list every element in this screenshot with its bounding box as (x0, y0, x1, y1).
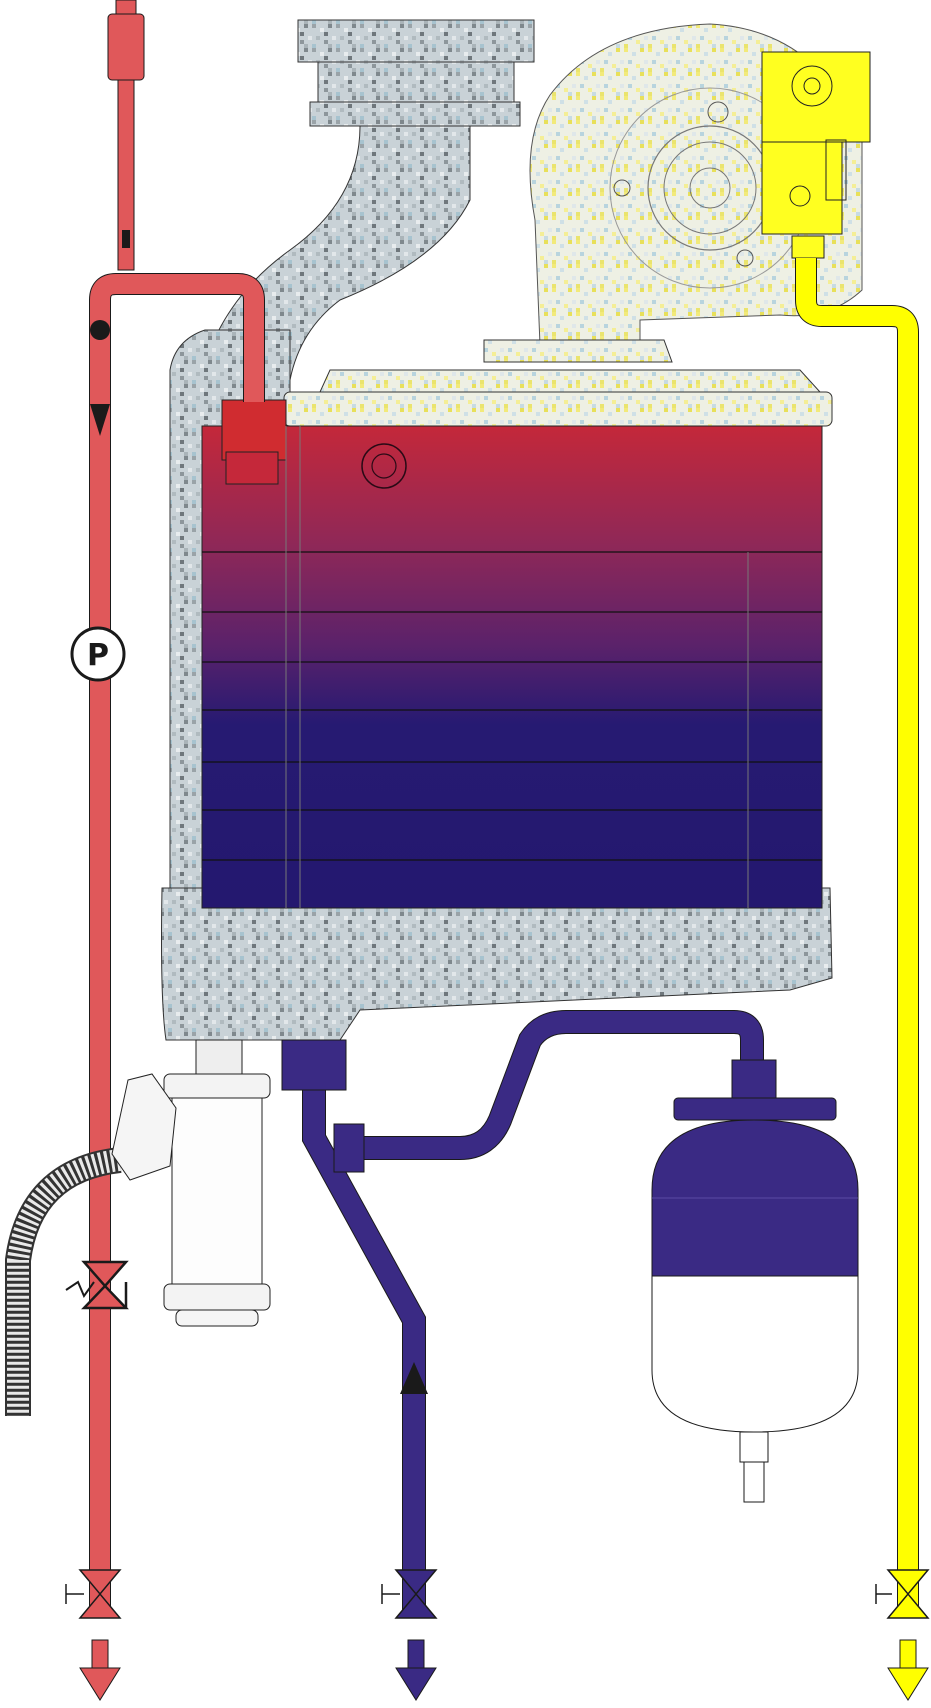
condensate-hose (5, 1147, 122, 1416)
gas-pipe (795, 258, 919, 1610)
pump-icon: P (70, 626, 126, 682)
gas-valve-icon (761, 51, 871, 259)
flow-arrow-icon (887, 1639, 929, 1701)
return-pipe (281, 1010, 764, 1610)
flow-arrow-icon (90, 404, 110, 436)
pressure-relief-valve-icon (65, 1260, 129, 1310)
expansion-vessel-icon (651, 1059, 859, 1503)
pump-symbol-label: P (87, 638, 109, 673)
condensate-sump (161, 887, 833, 1041)
isolation-valve-icon (875, 1569, 930, 1619)
flow-pipe (89, 0, 265, 1610)
condensate-trap-icon (111, 1039, 271, 1327)
flow-arrow-icon (395, 1639, 437, 1701)
isolation-valve-icon (381, 1569, 438, 1619)
flow-arrow-icon (400, 1362, 428, 1394)
isolation-valve-icon (65, 1569, 122, 1619)
heat-exchanger (201, 339, 833, 909)
air-vent-icon (90, 320, 110, 340)
flow-arrow-icon (79, 1639, 121, 1701)
